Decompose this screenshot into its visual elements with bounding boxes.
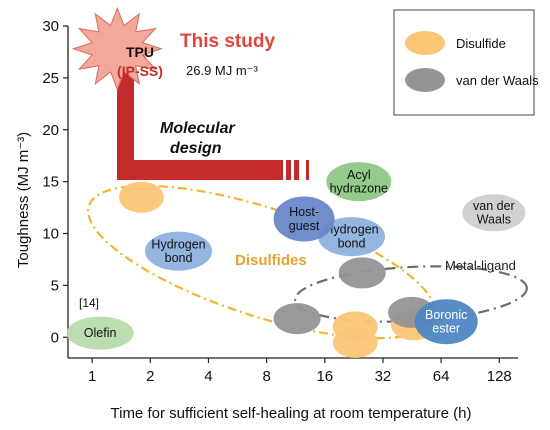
y-axis-title: Toughness (MJ m⁻³) bbox=[15, 132, 32, 268]
metal-ligand-group-label: Metal-ligand bbox=[445, 258, 516, 273]
point-acyl-hydrazone bbox=[326, 162, 392, 202]
disulfides-group-label: Disulfides bbox=[235, 252, 307, 269]
y-tick-label: 10 bbox=[42, 226, 59, 243]
molecular-design-line-1: Molecular bbox=[160, 120, 235, 137]
point-label-vdw-light: Waals bbox=[477, 213, 511, 227]
point-label-hydrogen-bond: bond bbox=[165, 251, 193, 265]
point-label-host-guest: guest bbox=[289, 219, 320, 233]
point-label-hydrogen-bond: bond bbox=[338, 236, 366, 250]
point-hydrogen-bond bbox=[145, 231, 213, 271]
star-code-label: (IP-SS) bbox=[117, 63, 163, 79]
x-tick-label: 4 bbox=[204, 368, 212, 385]
star-material-label: TPU bbox=[126, 44, 154, 60]
point-vdw bbox=[273, 303, 321, 335]
molecular-design-line-2: design bbox=[170, 140, 222, 157]
y-tick-label: 0 bbox=[51, 329, 59, 346]
point-label-hydrogen-bond: Hydrogen bbox=[324, 223, 378, 237]
legend-disulfide-swatch bbox=[405, 31, 445, 55]
x-tick-label: 128 bbox=[487, 368, 512, 385]
point-disulfide bbox=[118, 181, 164, 213]
point-disulfide bbox=[332, 326, 378, 358]
point-label-boronic-ester: ester bbox=[432, 322, 460, 336]
point-label-acyl-hydrazone: hydrazone bbox=[330, 182, 388, 196]
axes: 1 2 4 8 16 32 64 128 0 5 10 15 20 25 30 bbox=[42, 18, 518, 385]
point-boronic-ester bbox=[414, 299, 478, 345]
point-olefin bbox=[66, 316, 134, 350]
point-host-guest bbox=[273, 196, 335, 242]
x-tick-label: 32 bbox=[375, 368, 392, 385]
this-study-caption: This study bbox=[180, 31, 275, 52]
y-tick-label: 20 bbox=[42, 122, 59, 139]
legend-vdw-swatch bbox=[405, 68, 445, 92]
data-points: HydrogenbondHydrogenbondHost-guestAcylhy… bbox=[66, 162, 526, 358]
point-vdw-light bbox=[462, 194, 526, 232]
this-study-star bbox=[71, 6, 163, 91]
x-tick-label: 2 bbox=[146, 368, 154, 385]
legend-vdw-label: van der Waals bbox=[456, 73, 539, 88]
molecular-design-label: Molecular design bbox=[160, 120, 239, 157]
this-study-value: 26.9 MJ m⁻³ bbox=[186, 63, 259, 78]
x-tick-label: 64 bbox=[433, 368, 450, 385]
point-label-host-guest: Host- bbox=[289, 205, 319, 219]
y-tick-label: 30 bbox=[42, 18, 59, 35]
reference-label: [14] bbox=[79, 296, 99, 310]
point-vdw bbox=[338, 257, 386, 289]
legend-box bbox=[393, 9, 535, 116]
x-tick-label: 16 bbox=[316, 368, 333, 385]
point-label-hydrogen-bond: Hydrogen bbox=[151, 237, 205, 251]
y-tick-label: 25 bbox=[42, 70, 59, 87]
point-label-vdw-light: van der bbox=[473, 199, 515, 213]
y-tick-label: 15 bbox=[42, 174, 59, 191]
legend: Disulfide van der Waals bbox=[393, 9, 539, 116]
point-label-acyl-hydrazone: Acyl bbox=[347, 168, 371, 182]
x-axis-title: Time for sufficient self-healing at room… bbox=[111, 405, 472, 422]
point-label-olefin: Olefin bbox=[84, 326, 117, 340]
legend-disulfide-label: Disulfide bbox=[456, 36, 506, 51]
y-tick-label: 5 bbox=[51, 277, 59, 294]
x-tick-label: 1 bbox=[88, 368, 96, 385]
star-code-value: IP-SS bbox=[122, 63, 159, 79]
x-tick-label: 8 bbox=[262, 368, 270, 385]
point-label-boronic-ester: Boronic bbox=[425, 308, 467, 322]
